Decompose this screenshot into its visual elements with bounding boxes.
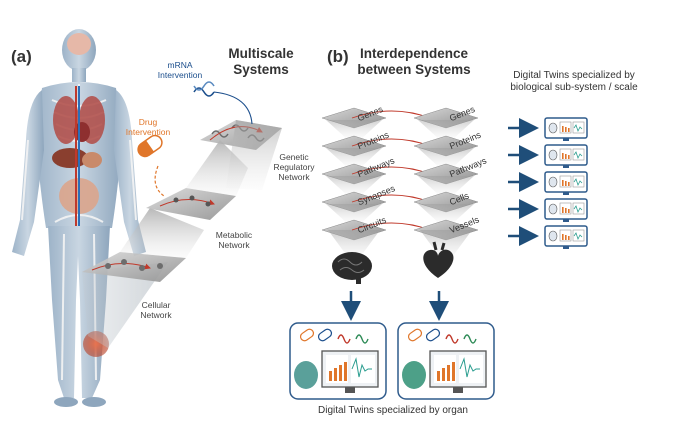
layer-cone-right-2 [418, 176, 474, 196]
interdependence-title: Interdependence between Systems [352, 46, 476, 78]
heart-organ-icon [423, 241, 454, 278]
enzyme-shapes [173, 195, 211, 207]
signal-plot-icon [572, 148, 585, 161]
grn-label-line1: Genetic [279, 152, 309, 162]
green-helix-icon [463, 334, 477, 344]
interdependence-title-line1: Interdependence [359, 46, 469, 61]
mrna-intervention-label: mRNA Intervention [152, 60, 208, 80]
metabolic-network-plane [146, 188, 236, 220]
orange-capsule-icon [407, 328, 423, 342]
monitor-stand [453, 387, 463, 393]
cellular-label-line1: Cellular [141, 300, 171, 310]
mrna-label-line2: Intervention [157, 70, 203, 80]
panel-b-label: (b) [327, 47, 349, 66]
cellular-label-line2: Network [140, 310, 172, 320]
human-body-illustration [12, 29, 146, 407]
organ-twin-heart [397, 322, 495, 400]
multiscale-title-line2: Systems [233, 62, 289, 77]
grn-label-line2: Regulatory [273, 162, 315, 172]
multiscale-title-line1: Multiscale [228, 46, 294, 61]
database-icon [548, 149, 558, 161]
drug-label-line1: Drug [138, 117, 158, 127]
signal-plot-icon [572, 175, 585, 188]
signal-plot-icon [572, 202, 585, 215]
organ-twins-caption: Digital Twins specialized by organ [318, 405, 468, 416]
subsystem-stack-right [413, 107, 479, 260]
layer-cone-right-3 [418, 204, 474, 224]
metabolic-label-line2: Network [218, 240, 250, 250]
grn-label-line3: Network [278, 172, 310, 182]
database-icon [548, 176, 558, 188]
subsystem-twin-4 [544, 225, 588, 249]
blue-capsule-icon [425, 328, 441, 342]
metabolic-label-line1: Metabolic [215, 230, 253, 240]
subsystem-caption-line1: Digital Twins specialized by [513, 70, 635, 81]
layer-cone-right-0 [418, 120, 474, 140]
organ-cone-right [420, 230, 472, 260]
monitor-stand [345, 387, 355, 393]
organ-twin-brain [289, 322, 387, 400]
subsystem-twins-caption: Digital Twins specialized by biological … [492, 70, 656, 94]
signal-plot-icon [572, 121, 585, 134]
drug-intervention-arrow [154, 165, 165, 197]
drug-label-line2: Intervention [125, 127, 171, 137]
layer-cone-left-2 [326, 176, 382, 196]
drug-capsule-icon [137, 134, 163, 158]
grn-label: Genetic Regulatory Network [262, 152, 326, 182]
cellular-network-plane [82, 252, 186, 282]
cell-shapes [105, 259, 163, 271]
subsystem-stack-left [321, 107, 431, 260]
blue-capsule-icon [317, 328, 333, 342]
cellular-label: Cellular Network [128, 300, 184, 320]
mrna-helix-icon [193, 81, 215, 97]
subsystem-twin-2 [544, 171, 588, 195]
zoom-beam [82, 262, 168, 348]
mrna-label-line1: mRNA [167, 60, 193, 70]
metabolic-label: Metabolic Network [206, 230, 262, 250]
layer-cone-left-1 [326, 148, 382, 168]
layer-cone-left-0 [326, 120, 382, 140]
brain-icon [332, 252, 372, 284]
signal-plot-icon [572, 229, 585, 242]
brain-silhouette [294, 361, 318, 389]
database-icon [548, 122, 558, 134]
mrna-intervention-arrow [213, 91, 253, 125]
orange-capsule-icon [299, 328, 315, 342]
red-helix-icon [445, 334, 459, 344]
subsystem-caption-line2: biological sub-system / scale [510, 82, 638, 93]
multiscale-title: Multiscale Systems [216, 46, 306, 78]
lung-left-shape [53, 96, 79, 144]
database-icon [548, 203, 558, 215]
subsystem-twin-3 [544, 198, 588, 222]
drug-intervention-label: Drug Intervention [118, 117, 178, 137]
multiscale-network-stack [82, 120, 282, 282]
subsystem-twin-1 [544, 144, 588, 168]
red-helix-icon [337, 334, 351, 344]
subsystem-twin-0 [544, 117, 588, 141]
heart-silhouette [402, 361, 426, 389]
green-helix-icon [355, 334, 369, 344]
panel-a-label: (a) [11, 47, 32, 66]
interdependence-title-line2: between Systems [357, 62, 471, 77]
layer-cone-left-3 [326, 204, 382, 224]
database-icon [548, 230, 558, 242]
organ-cone-left [328, 230, 380, 260]
stomach-shape [82, 152, 102, 168]
layer-cone-right-1 [418, 148, 474, 168]
